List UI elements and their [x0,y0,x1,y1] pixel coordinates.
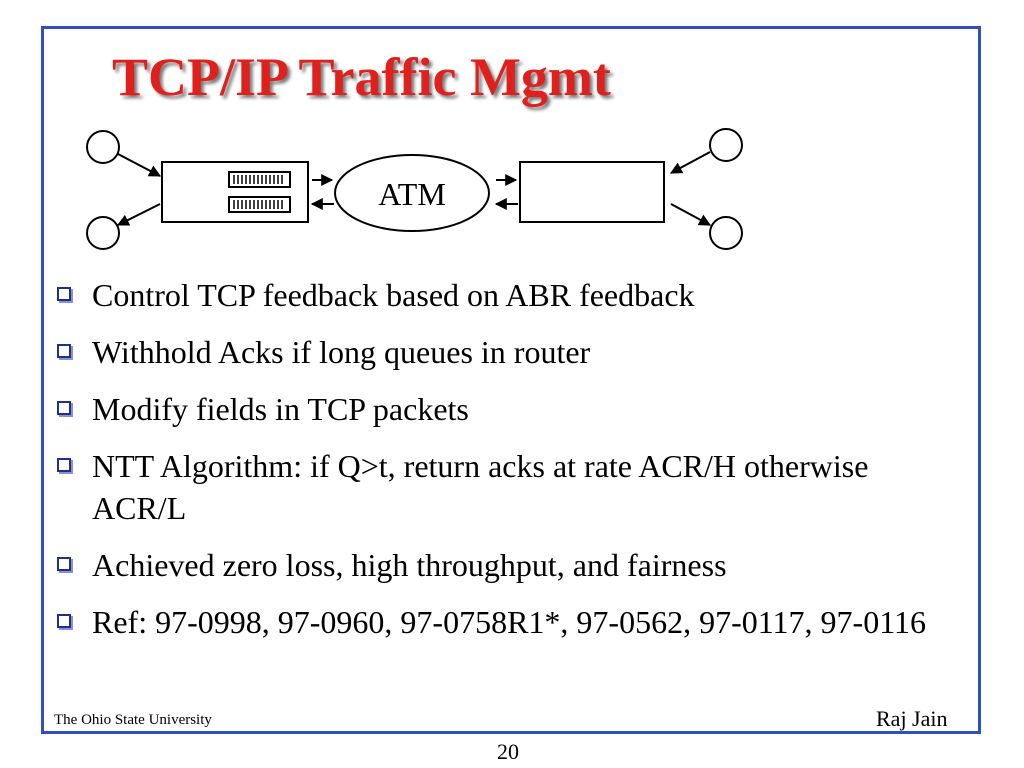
footer-author: Raj Jain [876,706,948,731]
link-bottom-right [670,203,712,226]
bullet-item: Ref: 97-0998, 97-0960, 97-0758R1*, 97-05… [57,601,937,643]
slide-frame [41,26,981,734]
atm-cloud [334,154,490,232]
bullet-text: Achieved zero loss, high throughput, and… [92,547,727,583]
slide-title: TCP/IP Traffic Mgmt [112,47,611,107]
atm-label: ATM [378,176,446,212]
bullet-text: Withhold Acks if long queues in router [92,334,591,370]
host-bottom-left [86,216,120,250]
bullet-item: Withhold Acks if long queues in router [57,331,937,373]
bullet-text: Ref: 97-0998, 97-0960, 97-0758R1*, 97-05… [92,604,926,640]
bullet-text: Modify fields in TCP packets [92,391,469,427]
page-number: 20 [497,739,519,764]
bullet-text: Control TCP feedback based on ABR feedba… [92,277,695,313]
bullet-item: NTT Algorithm: if Q>t, return acks at ra… [57,445,937,529]
square-bullet-icon [57,614,71,628]
square-bullet-icon [57,287,71,301]
link-top-left [117,153,162,177]
bullet-text: NTT Algorithm: if Q>t, return acks at ra… [92,448,869,526]
queue-icon [228,171,291,213]
host-bottom-right [709,216,743,250]
bullet-list: Control TCP feedback based on ABR feedba… [57,274,937,658]
square-bullet-icon [57,557,71,571]
bullet-item: Achieved zero loss, high throughput, and… [57,544,937,586]
right-router [519,161,665,223]
bullet-item: Control TCP feedback based on ABR feedba… [57,274,937,316]
host-top-left [86,130,120,164]
square-bullet-icon [57,458,71,472]
bullet-item: Modify fields in TCP packets [57,388,937,430]
square-bullet-icon [57,401,71,415]
host-top-right [709,128,743,162]
link-bottom-left [116,203,161,226]
link-top-right [669,151,711,174]
square-bullet-icon [57,344,71,358]
footer-institution: The Ohio State University [54,712,212,728]
